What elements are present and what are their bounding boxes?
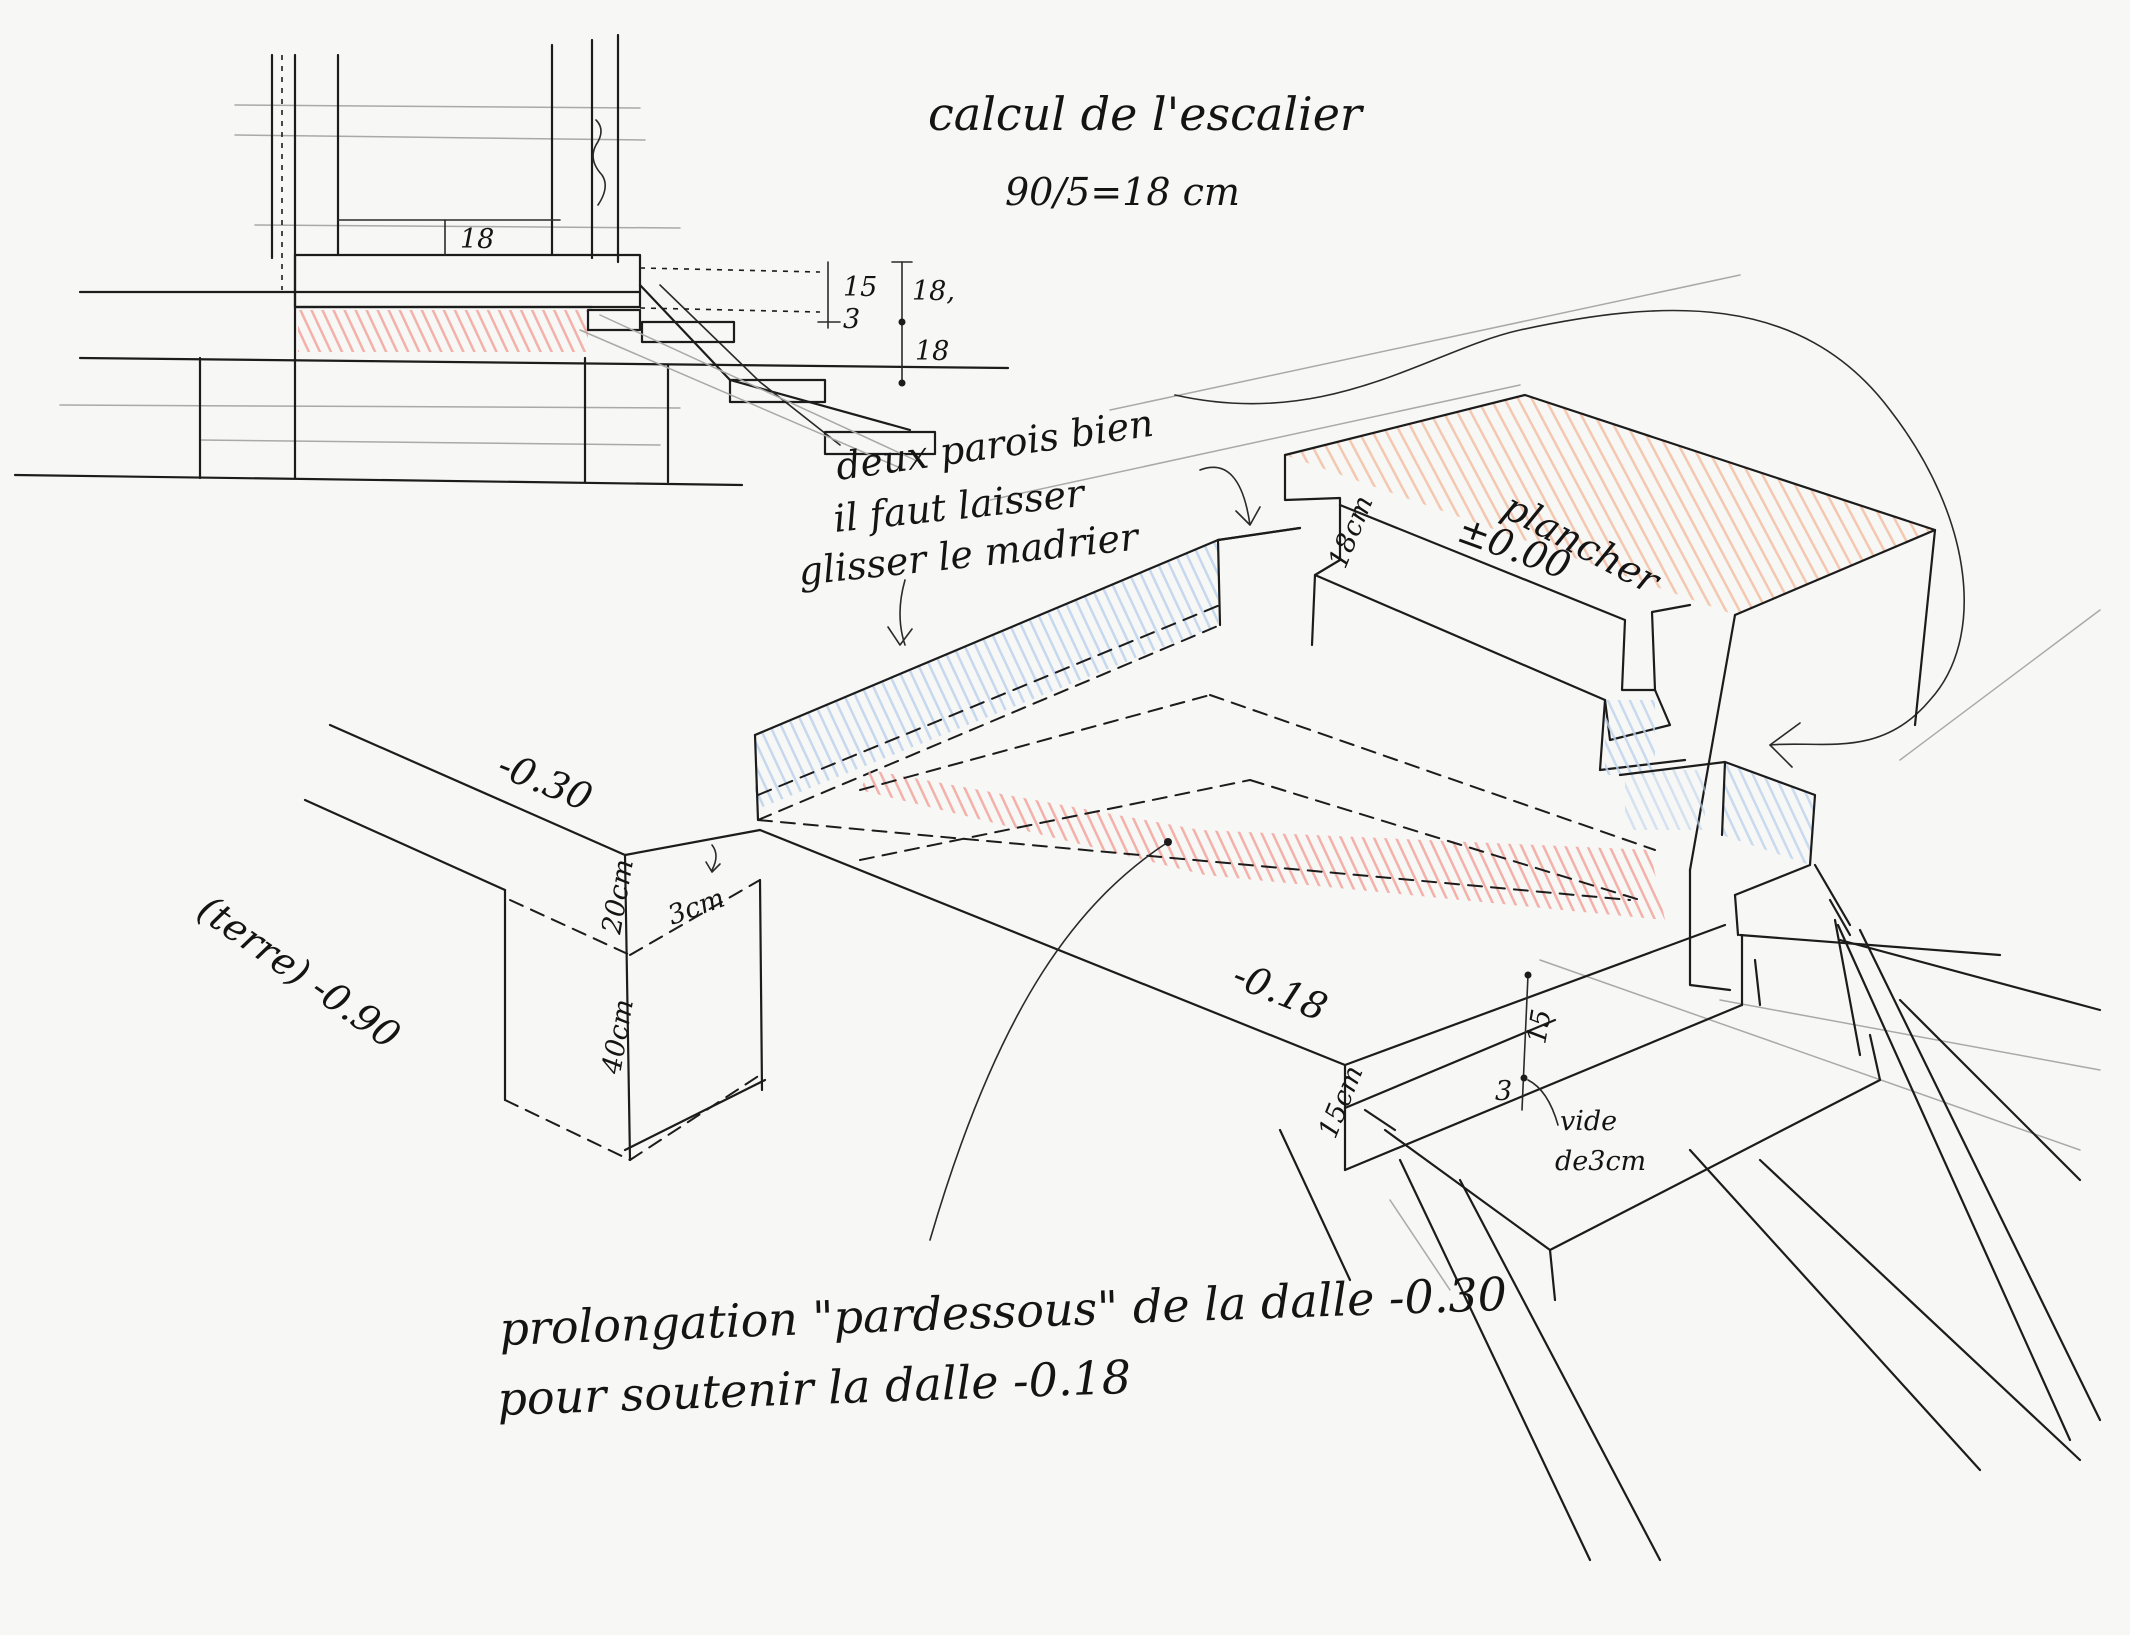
dim-40cm: 40cm bbox=[596, 997, 640, 1077]
title-line-1: calcul de l'escalier bbox=[928, 87, 1365, 141]
section-rise-3: 3 bbox=[843, 304, 860, 335]
dim-3cm: 3cm bbox=[664, 883, 729, 932]
dim-18cm-riser: 18cm bbox=[1323, 491, 1380, 572]
dim-20cm: 20cm bbox=[596, 857, 640, 937]
vide-line-1: vide bbox=[1560, 1106, 1617, 1137]
vide-line-2: de3cm bbox=[1555, 1146, 1646, 1177]
section-rise-18-bottom: 18 bbox=[915, 336, 949, 367]
level-minus-030: -0.30 bbox=[492, 743, 599, 820]
wall-note-line-1: deux parois bien bbox=[833, 401, 1156, 489]
level-minus-018: -0.18 bbox=[1227, 953, 1334, 1030]
stair-section-sketch: 18 15 3 18, 18 bbox=[13, 33, 1010, 487]
title-line-2: 90/5=18 cm bbox=[1005, 170, 1240, 214]
stair-calculation-title: calcul de l'escalier 90/5=18 cm bbox=[928, 87, 1365, 214]
caption-line-2: pour soutenir la dalle -0.18 bbox=[496, 1350, 1131, 1426]
dim-15: 15 bbox=[1521, 1007, 1557, 1046]
caption-line-1: prolongation "pardessous" de la dalle -0… bbox=[498, 1267, 1507, 1356]
dim-3: 3 bbox=[1495, 1076, 1512, 1107]
section-rise-18-top: 18, bbox=[912, 276, 955, 307]
terre-level: (terre) -0.90 bbox=[190, 886, 408, 1057]
caption: prolongation "pardessous" de la dalle -0… bbox=[496, 1267, 1507, 1426]
stair-isometric-sketch: 18cm -0.18 15cm 15 3 bbox=[190, 274, 2102, 1562]
section-tread-dim: 18 bbox=[460, 224, 494, 255]
section-rise-15: 15 bbox=[843, 272, 877, 303]
